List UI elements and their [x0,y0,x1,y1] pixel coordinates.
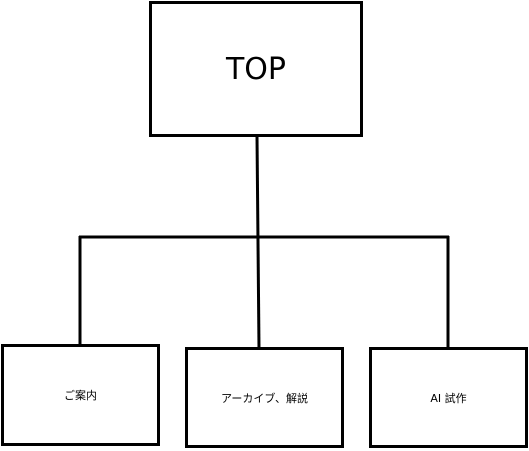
node-ai-prototype: AI 試作 [369,347,528,448]
node-top: TOP [149,1,363,137]
node-archive-commentary: アーカイブ、解説 [185,347,344,448]
node-guide: ご案内 [1,344,160,446]
node-ai-prototype-label: AI 試作 [430,391,467,405]
node-archive-commentary-label: アーカイブ、解説 [220,391,308,405]
node-guide-label: ご案内 [64,389,97,402]
trunk-connector [255,135,261,349]
node-top-label: TOP [225,51,287,87]
